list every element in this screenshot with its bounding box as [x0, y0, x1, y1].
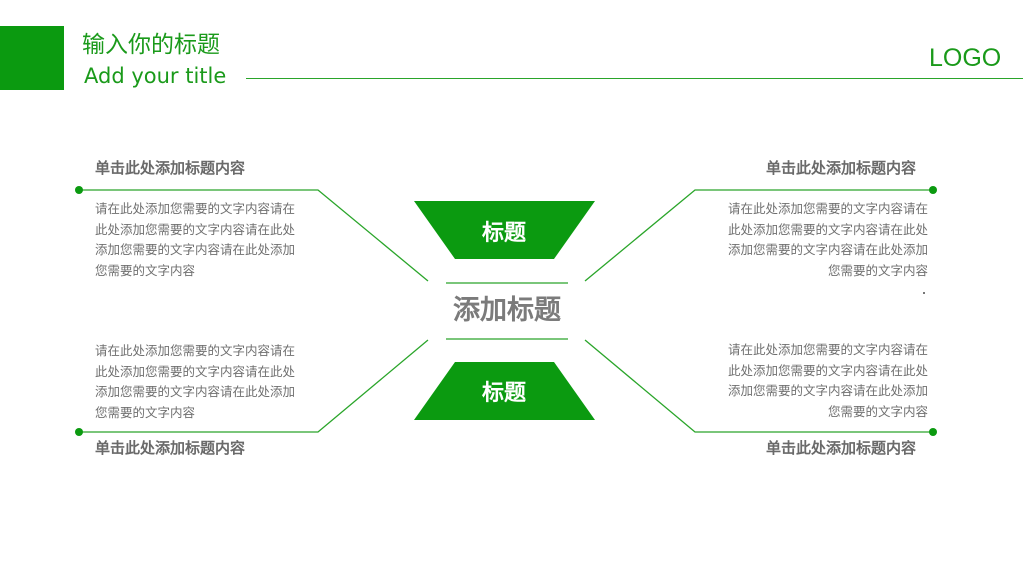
page-title: 输入你的标题	[82, 32, 220, 58]
connector-dot-top-left	[75, 186, 83, 194]
top-trapezoid	[414, 201, 595, 259]
body-bottom-left: 请在此处添加您需要的文字内容请在此处添加您需要的文字内容请在此处添加您需要的文字…	[95, 343, 296, 420]
connector-dot-bottom-right	[929, 428, 937, 436]
bottom-shape-label: 标题	[481, 381, 526, 406]
body-bottom-right: 请在此处添加您需要的文字内容请在此处添加您需要的文字内容请在此处添加您需要的文字…	[727, 342, 928, 419]
page-subtitle: Add your title	[84, 64, 227, 88]
heading-bottom-left: 单击此处添加标题内容	[95, 439, 246, 457]
connector-dot-top-right	[929, 186, 937, 194]
connector-bottom-left	[79, 339, 429, 433]
center-title: 添加标题	[453, 295, 561, 326]
heading-top-left: 单击此处添加标题内容	[95, 159, 246, 177]
body-top-left: 请在此处添加您需要的文字内容请在此处添加您需要的文字内容请在此处添加您需要的文字…	[95, 201, 296, 278]
bottom-trapezoid	[414, 362, 595, 420]
heading-bottom-right: 单击此处添加标题内容	[766, 439, 917, 457]
stray-dot	[923, 292, 925, 294]
heading-top-right: 单击此处添加标题内容	[766, 159, 917, 177]
logo: LOGO	[929, 44, 1002, 72]
connector-bottom-right	[584, 339, 933, 433]
connector-dot-bottom-left	[75, 428, 83, 436]
connector-top-right	[584, 189, 933, 282]
connector-top-left	[79, 189, 429, 282]
body-top-right: 请在此处添加您需要的文字内容请在此处添加您需要的文字内容请在此处添加您需要的文字…	[727, 201, 928, 278]
header-divider	[246, 78, 1023, 79]
brand-square	[0, 26, 64, 90]
top-shape-label: 标题	[481, 221, 526, 246]
